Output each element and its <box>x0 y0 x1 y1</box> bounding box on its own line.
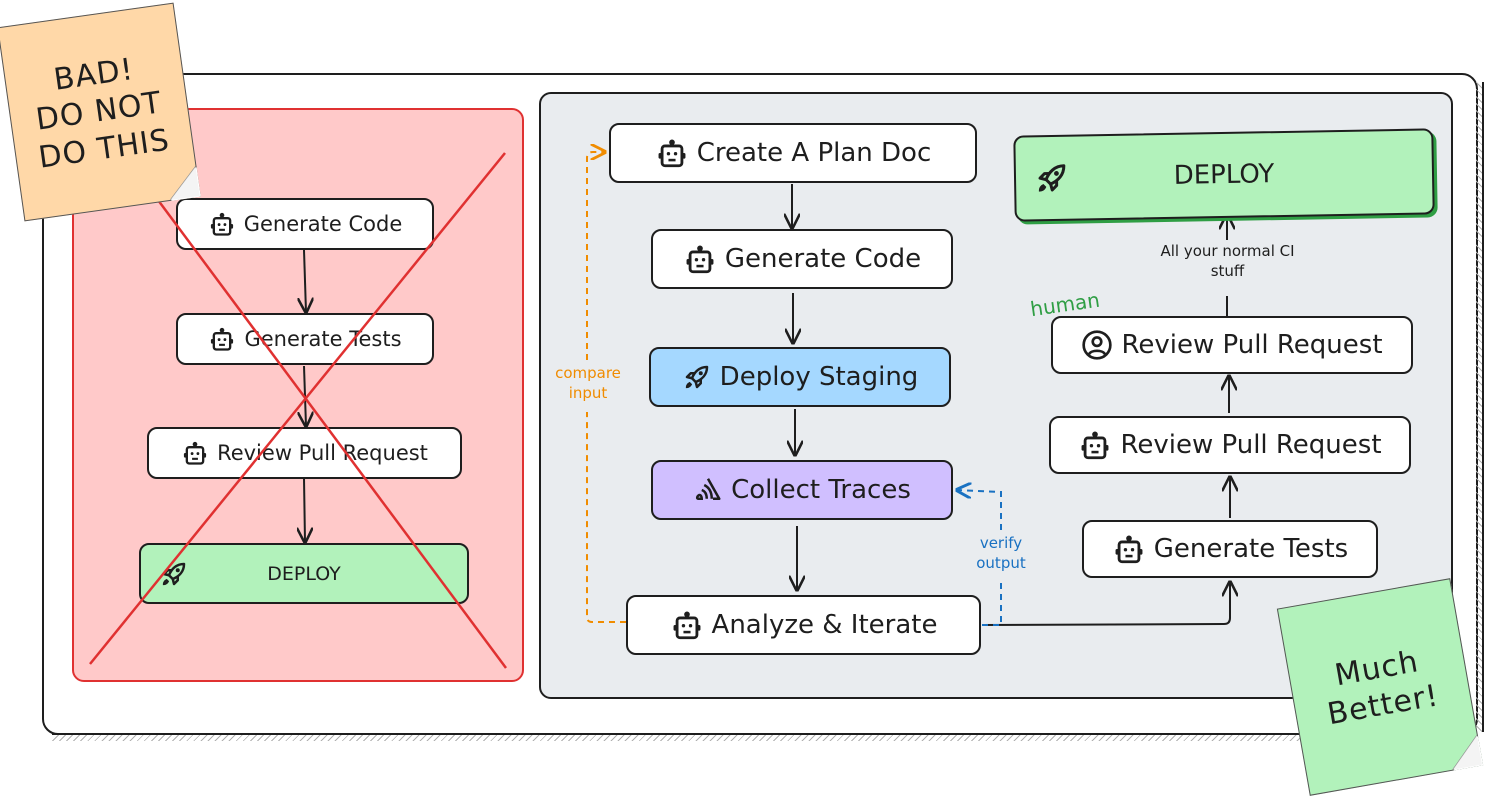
node-human-review-pr[interactable]: Review Pull Request <box>1051 316 1413 374</box>
node-label: DEPLOY <box>1173 159 1275 191</box>
frame-shadow <box>1476 82 1484 732</box>
sticky-note-good: Much Better! <box>1276 578 1484 796</box>
bad-node-generate-tests[interactable]: Generate Tests <box>176 313 434 365</box>
node-label: Generate Code <box>724 244 922 274</box>
node-create-plan-doc[interactable]: Create A Plan Doc <box>609 123 977 183</box>
node-label: Review Pull Request <box>1121 330 1383 360</box>
node-label: Generate Tests <box>1153 534 1349 564</box>
robot-icon <box>683 242 717 276</box>
page-curl <box>165 166 200 200</box>
node-label: Collect Traces <box>731 475 911 505</box>
sticky-note-bad: BAD! DO NOT DO THIS <box>0 2 201 222</box>
node-analyze-iterate[interactable]: Analyze & Iterate <box>626 595 981 655</box>
ci-stuff-label: All your normal CI stuff <box>1130 242 1325 281</box>
arrow <box>304 477 305 542</box>
node-label: Create A Plan Doc <box>696 138 932 168</box>
node-label: Generate Tests <box>244 327 402 351</box>
node-generate-tests[interactable]: Generate Tests <box>1082 520 1378 578</box>
node-label: Review Pull Request <box>217 441 428 465</box>
node-generate-code[interactable]: Generate Code <box>651 229 953 289</box>
node-label: Deploy Staging <box>719 362 919 392</box>
bad-node-generate-code[interactable]: Generate Code <box>176 198 434 250</box>
node-deploy-staging[interactable]: Deploy Staging <box>649 347 951 407</box>
robot-icon <box>1112 532 1146 566</box>
node-ai-review-pr[interactable]: Review Pull Request <box>1049 416 1411 474</box>
sticky-text: Much Better! <box>1324 643 1442 733</box>
node-label: Review Pull Request <box>1120 430 1382 460</box>
node-collect-traces[interactable]: Collect Traces <box>651 460 953 520</box>
verify-output-label: verify output <box>962 534 1040 573</box>
robot-icon <box>1078 428 1112 462</box>
node-deploy[interactable]: DEPLOY <box>1013 128 1435 222</box>
arrow <box>304 249 306 312</box>
bad-node-review-pr[interactable]: Review Pull Request <box>147 427 462 479</box>
page-curl <box>1447 734 1483 770</box>
compare-input-label: compare input <box>543 364 633 403</box>
frame-shadow <box>52 733 1468 741</box>
user-circle-icon <box>1081 329 1113 361</box>
verify-output-arrow <box>957 490 1002 530</box>
robot-icon <box>670 608 704 642</box>
compare-input-arrow <box>586 152 605 360</box>
robot-icon <box>655 136 689 170</box>
arrow <box>981 582 1230 626</box>
node-label: Analyze & Iterate <box>711 610 938 640</box>
bad-node-deploy[interactable]: DEPLOY <box>139 543 469 604</box>
sticky-text: BAD! DO NOT DO THIS <box>33 51 172 176</box>
compare-input-arrow <box>586 412 626 623</box>
rocket-icon <box>682 362 712 392</box>
traces-icon <box>693 475 723 505</box>
node-label: DEPLOY <box>267 562 341 585</box>
verify-output-arrow <box>982 580 1002 626</box>
node-label: Generate Code <box>243 212 403 236</box>
